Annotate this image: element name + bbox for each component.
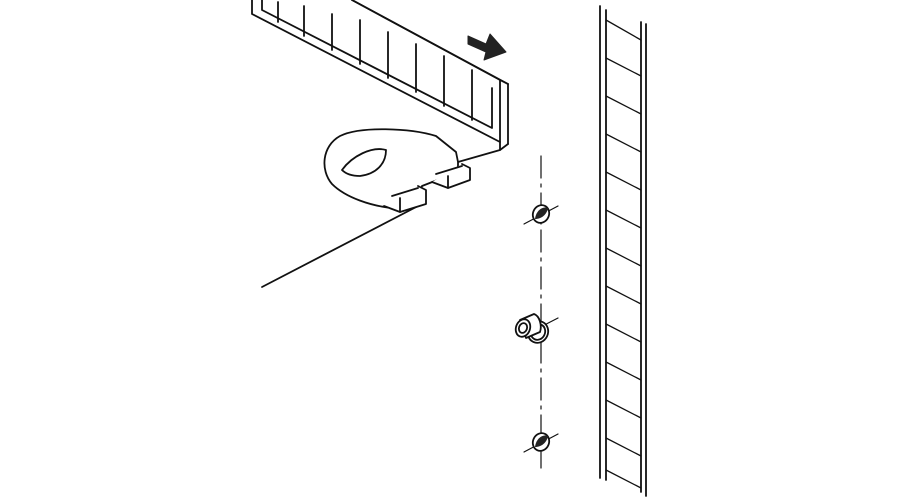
shelf-pin-hole-top <box>523 204 559 225</box>
shelf-pin-sleeve <box>514 313 559 344</box>
shelf-support-clip <box>323 128 471 213</box>
shelf-pin-hole-bottom <box>523 432 559 453</box>
side-panel <box>599 5 647 497</box>
shelf-panel <box>251 0 509 288</box>
right-arrow-icon <box>467 33 507 61</box>
